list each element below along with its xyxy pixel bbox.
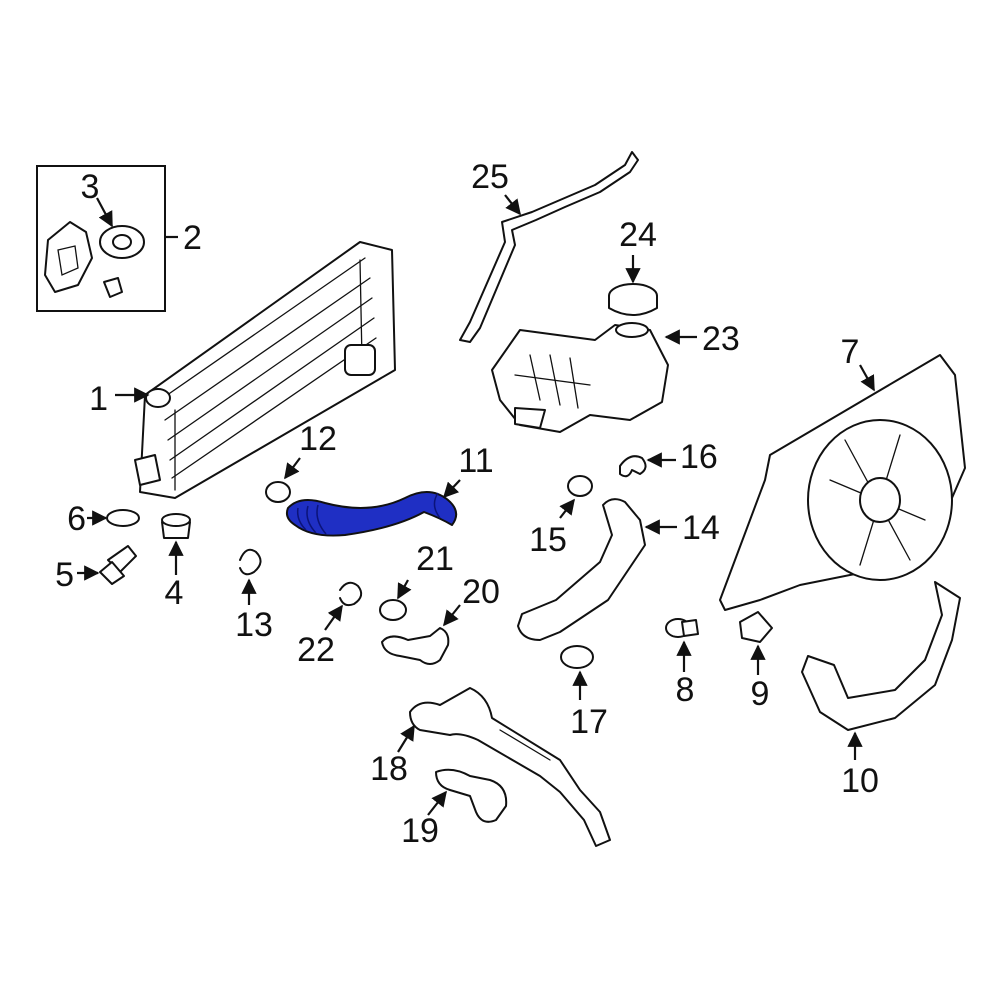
- clip-16: [619, 455, 647, 478]
- reservoir-hose-25: [459, 151, 639, 343]
- callout-4: 4: [165, 574, 184, 612]
- callout-11: 11: [458, 442, 493, 480]
- callout-2: 2: [183, 219, 202, 257]
- drain-parts: [99, 509, 191, 585]
- callout-9: 9: [751, 675, 770, 713]
- callout-1: 1: [89, 380, 108, 418]
- callout-19: 19: [401, 812, 439, 850]
- callout-16: 16: [680, 438, 718, 476]
- leader-11: [442, 479, 461, 499]
- callout-21: 21: [416, 540, 454, 578]
- leader-3: [96, 197, 113, 228]
- coolant-reservoir: [491, 322, 669, 433]
- callout-6: 6: [67, 500, 86, 538]
- seal-ring-15: [567, 475, 593, 497]
- callout-17: 17: [570, 703, 608, 741]
- bolt-8: [665, 618, 699, 638]
- callout-23: 23: [702, 320, 740, 358]
- clamp-13: [239, 548, 262, 576]
- callout-5: 5: [55, 556, 74, 594]
- clamp-17: [560, 645, 594, 669]
- radiator-hose-highlighted: [285, 491, 458, 537]
- leader-12: [284, 457, 301, 480]
- leader-15: [559, 498, 575, 519]
- leader-22: [324, 604, 343, 631]
- radiator: [134, 241, 396, 499]
- pipe-20: [381, 627, 450, 665]
- callout-15: 15: [529, 521, 567, 559]
- callout-25: 25: [471, 158, 509, 196]
- leader-25: [504, 194, 521, 216]
- reservoir-cap: [608, 283, 658, 316]
- clamp-22: [339, 581, 363, 607]
- callout-18: 18: [370, 750, 408, 788]
- callout-24: 24: [619, 216, 657, 254]
- clip-9: [739, 611, 773, 643]
- leader-18: [397, 724, 415, 753]
- callout-20: 20: [462, 573, 500, 611]
- hose-14: [517, 498, 646, 641]
- callout-22: 22: [297, 631, 335, 669]
- fan-shroud: [719, 354, 966, 611]
- leader-20: [443, 604, 461, 627]
- callout-14: 14: [682, 509, 720, 547]
- callout-7: 7: [841, 333, 860, 371]
- seal-ring-21: [379, 599, 407, 621]
- leader-21: [397, 579, 412, 600]
- callout-3: 3: [81, 168, 100, 206]
- callout-13: 13: [235, 606, 273, 644]
- leader-7: [859, 364, 875, 392]
- callout-12: 12: [299, 420, 337, 458]
- lower-shroud-10: [801, 581, 961, 731]
- callout-8: 8: [676, 671, 695, 709]
- callout-10: 10: [841, 762, 879, 800]
- bracket-kit-inset: [36, 165, 166, 312]
- leader-19: [427, 790, 447, 816]
- coolant-tube-assembly: [409, 687, 611, 847]
- seal-ring-12: [265, 481, 291, 503]
